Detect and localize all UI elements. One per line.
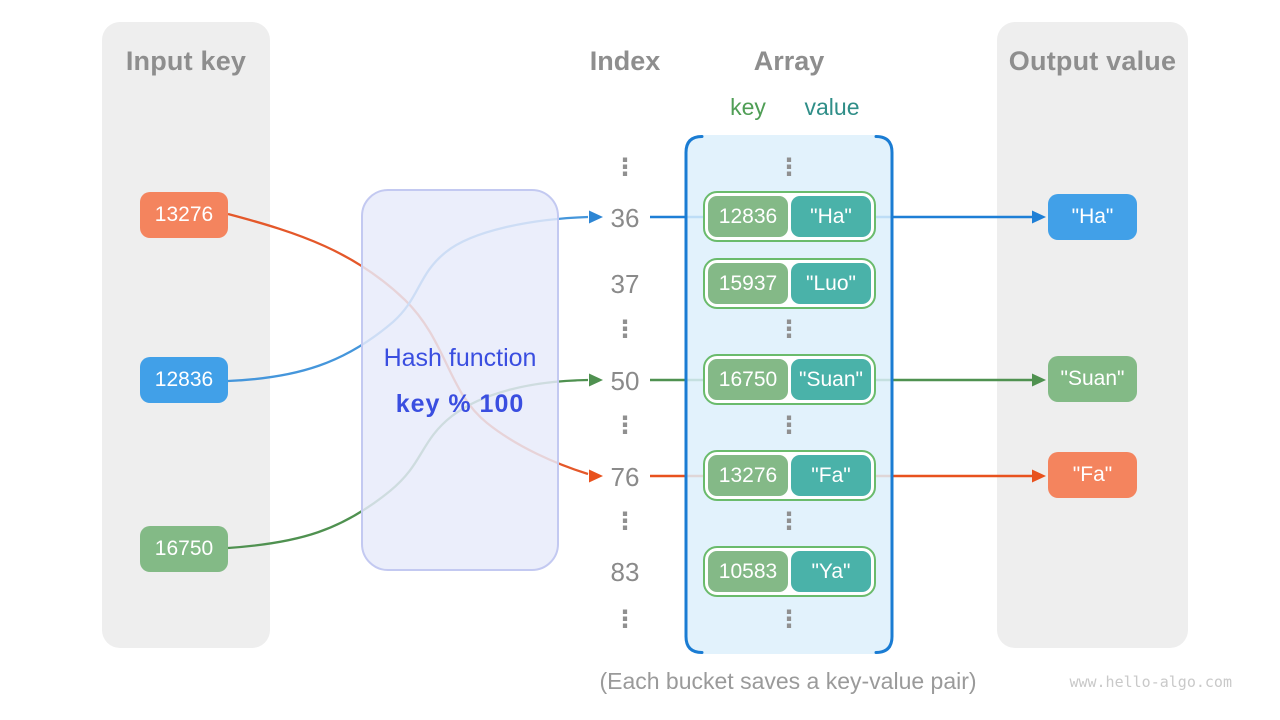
bucket-row-50: 16750 "Suan" bbox=[703, 354, 876, 405]
output-value-ha: "Ha" bbox=[1048, 194, 1137, 240]
bucket-value: "Fa" bbox=[791, 455, 871, 496]
bucket-value: "Suan" bbox=[791, 359, 871, 400]
bucket-value: "Ya" bbox=[791, 551, 871, 592]
array-panel-left-bracket bbox=[684, 135, 704, 654]
output-value-suan: "Suan" bbox=[1048, 356, 1137, 402]
bucket-row-36: 12836 "Ha" bbox=[703, 191, 876, 242]
bucket-key: 10583 bbox=[708, 551, 788, 592]
input-key-12836: 12836 bbox=[140, 357, 228, 403]
output-value-fa: "Fa" bbox=[1048, 452, 1137, 498]
bucket-value: "Luo" bbox=[791, 263, 871, 304]
index-36: 36 bbox=[610, 203, 640, 233]
array-ellipsis: ⋮ bbox=[777, 412, 801, 439]
array-ellipsis: ⋮ bbox=[777, 508, 801, 535]
array-ellipsis: ⋮ bbox=[777, 154, 801, 181]
output-panel-title: Output value bbox=[1008, 46, 1177, 76]
input-panel-title: Input key bbox=[125, 46, 247, 76]
figure-caption: (Each bucket saves a key-value pair) bbox=[599, 668, 977, 694]
key-column-label: key bbox=[730, 94, 766, 120]
bucket-key: 16750 bbox=[708, 359, 788, 400]
index-83: 83 bbox=[610, 557, 640, 587]
index-50: 50 bbox=[610, 366, 640, 396]
output-value-panel bbox=[997, 22, 1188, 648]
bucket-row-83: 10583 "Ya" bbox=[703, 546, 876, 597]
index-76: 76 bbox=[610, 462, 640, 492]
site-watermark: www.hello-algo.com bbox=[1069, 673, 1232, 691]
bucket-key: 13276 bbox=[708, 455, 788, 496]
value-column-label: value bbox=[804, 94, 860, 120]
hash-function-formula: key % 100 bbox=[395, 390, 525, 418]
index-column-title: Index bbox=[589, 46, 661, 76]
array-ellipsis: ⋮ bbox=[777, 606, 801, 633]
bucket-row-37: 15937 "Luo" bbox=[703, 258, 876, 309]
hash-function-box bbox=[361, 189, 559, 571]
index-ellipsis: ⋮ bbox=[613, 316, 637, 343]
array-column-title: Array bbox=[753, 46, 825, 76]
index-ellipsis: ⋮ bbox=[613, 412, 637, 439]
bucket-key: 15937 bbox=[708, 263, 788, 304]
bucket-value: "Ha" bbox=[791, 196, 871, 237]
input-key-16750: 16750 bbox=[140, 526, 228, 572]
array-ellipsis: ⋮ bbox=[777, 316, 801, 343]
index-ellipsis: ⋮ bbox=[613, 154, 637, 181]
bucket-key: 12836 bbox=[708, 196, 788, 237]
array-panel-right-bracket bbox=[874, 135, 894, 654]
index-ellipsis: ⋮ bbox=[613, 606, 637, 633]
bucket-row-76: 13276 "Fa" bbox=[703, 450, 876, 501]
index-ellipsis: ⋮ bbox=[613, 508, 637, 535]
input-key-13276: 13276 bbox=[140, 192, 228, 238]
hash-function-title: Hash function bbox=[383, 344, 537, 372]
index-37: 37 bbox=[610, 269, 640, 299]
